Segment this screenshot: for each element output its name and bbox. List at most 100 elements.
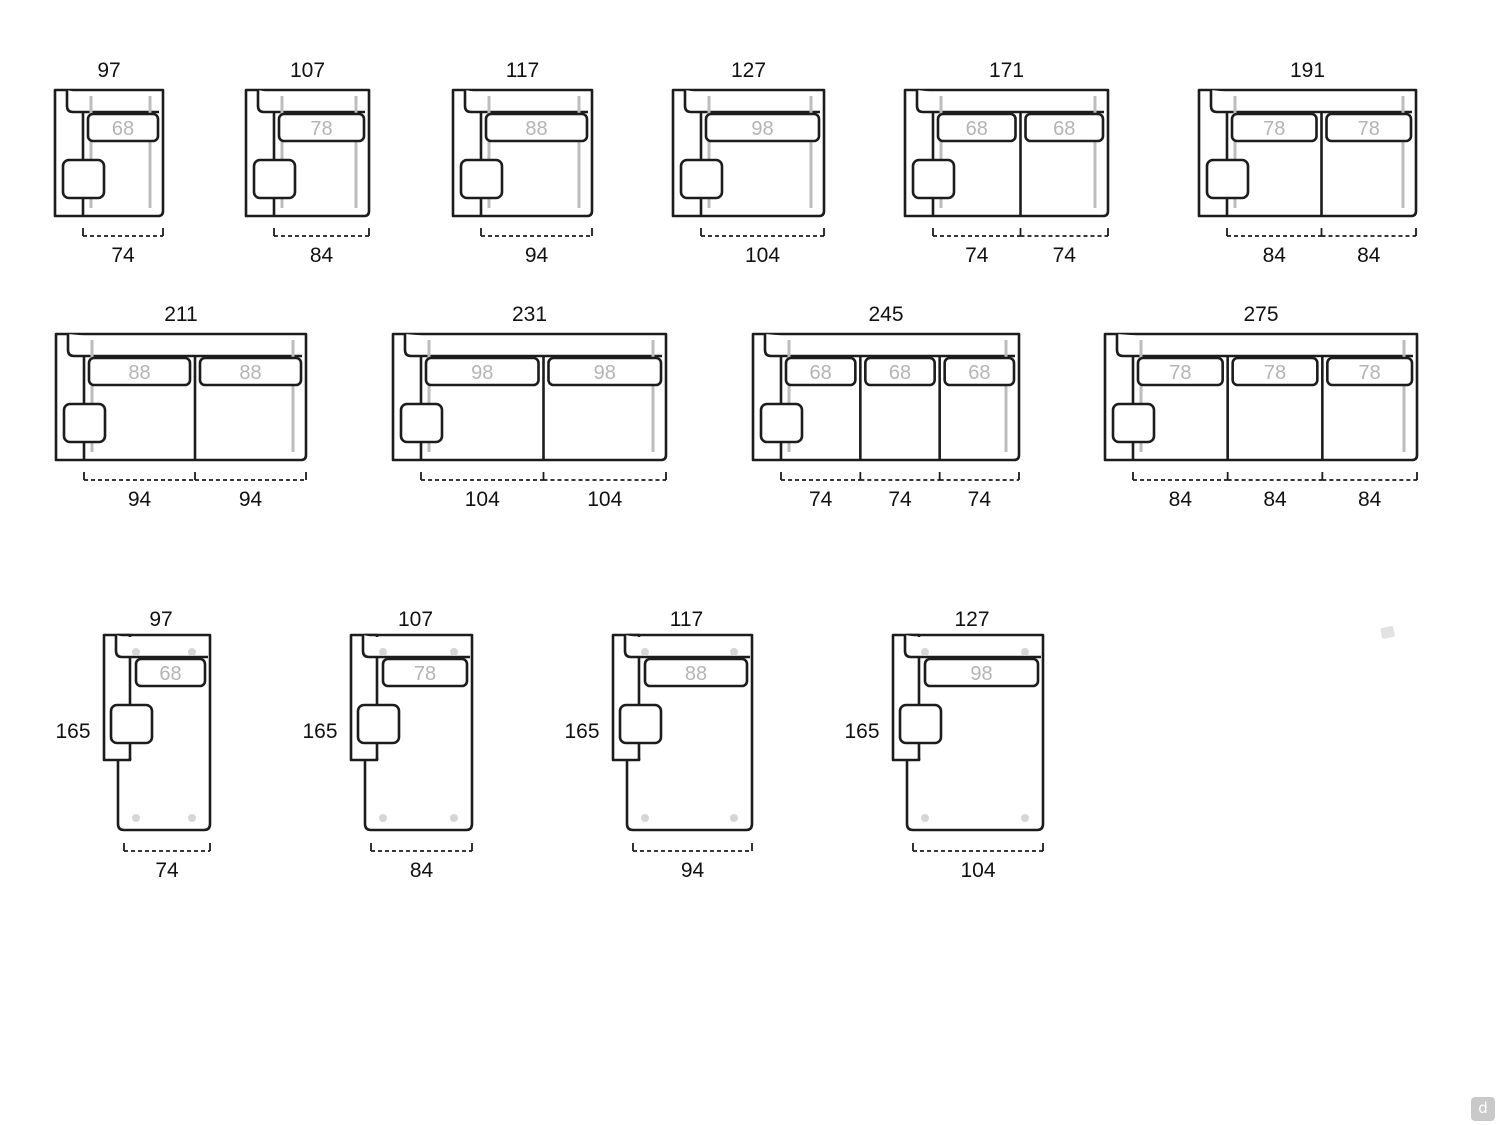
- cushion-label: 98: [594, 362, 616, 384]
- seat-depth-label: 104: [587, 488, 622, 511]
- module-width-label: 211: [164, 303, 197, 326]
- back-cushion: [1231, 356, 1319, 387]
- cushion-label: 68: [159, 663, 181, 685]
- seat-depth-label: 84: [1358, 488, 1382, 511]
- foot-dot: [188, 814, 196, 822]
- throw-pillow: [898, 703, 943, 745]
- seat-depth-label: 84: [1263, 244, 1287, 267]
- back-cushion: [643, 657, 749, 688]
- back-cushion: [277, 112, 366, 143]
- backrest-line: [623, 635, 750, 659]
- back-cushion: [484, 112, 589, 143]
- seat-depth-label: 84: [410, 859, 434, 882]
- module-width-label: 231: [512, 303, 547, 326]
- backrest-line: [66, 334, 302, 358]
- foot-dot: [641, 814, 649, 822]
- module-width-label: 97: [149, 608, 172, 631]
- throw-pillow: [356, 703, 401, 745]
- back-cushion: [134, 657, 207, 688]
- throw-pillow: [459, 158, 504, 200]
- cushion-label: 88: [239, 362, 261, 384]
- foot-dot: [730, 648, 738, 656]
- cushion-label: 78: [1358, 118, 1380, 140]
- module-width-label: 191: [1290, 59, 1325, 82]
- throw-pillow: [109, 703, 154, 745]
- backrest-line: [915, 90, 1104, 114]
- back-cushion: [381, 657, 469, 688]
- cushion-label: 88: [128, 362, 150, 384]
- backrest-line: [903, 635, 1041, 659]
- throw-pillow: [1111, 402, 1156, 444]
- foot-dot: [1021, 814, 1029, 822]
- foot-dot: [730, 814, 738, 822]
- back-cushion: [923, 657, 1040, 688]
- seat-depth-label: 94: [681, 859, 705, 882]
- foot-dot: [132, 648, 140, 656]
- seat-depth-label: 104: [960, 859, 995, 882]
- back-cushion: [87, 356, 192, 387]
- foot-dot: [379, 648, 387, 656]
- foot-dot: [921, 648, 929, 656]
- throw-pillow: [679, 158, 724, 200]
- decorative-mark: [1380, 626, 1395, 639]
- foot-dot: [379, 814, 387, 822]
- seat-depth-label: 74: [888, 488, 912, 511]
- seat-depth-label: 74: [155, 859, 179, 882]
- module-width-label: 107: [290, 59, 325, 82]
- throw-pillow: [911, 158, 956, 200]
- cushion-label: 68: [889, 362, 911, 384]
- seat-depth-label: 104: [745, 244, 780, 267]
- foot-dot: [1021, 648, 1029, 656]
- cushion-label: 68: [112, 118, 134, 140]
- back-cushion: [704, 112, 821, 143]
- backrest-line: [361, 635, 470, 659]
- back-cushion: [1024, 112, 1105, 143]
- back-cushion: [1136, 356, 1224, 387]
- module-width-label: 171: [989, 59, 1024, 82]
- throw-pillow: [618, 703, 663, 745]
- back-cushion: [943, 356, 1016, 387]
- back-cushion: [424, 356, 540, 387]
- foot-dot: [450, 814, 458, 822]
- seat-depth-label: 74: [968, 488, 992, 511]
- cushion-label: 98: [471, 362, 493, 384]
- cushion-label: 98: [751, 118, 773, 140]
- module-width-label: 117: [670, 608, 703, 631]
- foot-dot: [641, 648, 649, 656]
- cushion-label: 78: [414, 663, 436, 685]
- cushion-label: 98: [970, 663, 992, 685]
- backrest-line: [403, 334, 662, 358]
- module-width-label: 245: [868, 303, 903, 326]
- module-width-label: 117: [506, 59, 539, 82]
- throw-pillow: [759, 402, 804, 444]
- module-width-label: 127: [954, 608, 989, 631]
- chaise-length-label: 165: [302, 720, 337, 743]
- back-cushion: [1325, 112, 1413, 143]
- backrest-line: [463, 90, 588, 114]
- chaise-module: 98 127 165 104: [844, 608, 1045, 882]
- cushion-label: 78: [1263, 118, 1285, 140]
- foot-dot: [188, 648, 196, 656]
- sofa-module: 78 84 107: [244, 59, 371, 267]
- backrest-line: [683, 90, 820, 114]
- seat-depth-label: 84: [310, 244, 334, 267]
- cushion-label: 88: [685, 663, 707, 685]
- cushion-label: 68: [968, 362, 990, 384]
- cushion-label: 88: [525, 118, 547, 140]
- cushion-label: 78: [310, 118, 332, 140]
- chaise-length-label: 165: [844, 720, 879, 743]
- cushion-label: 68: [810, 362, 832, 384]
- cushion-label: 78: [1359, 362, 1381, 384]
- seat-depth-label: 94: [128, 488, 152, 511]
